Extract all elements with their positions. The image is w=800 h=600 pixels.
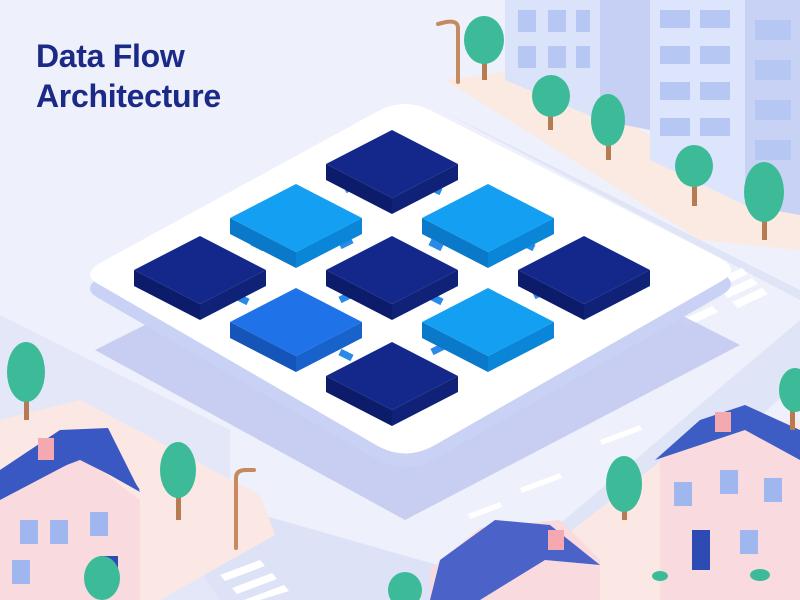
tile-left	[134, 236, 266, 320]
tile-grid	[134, 130, 650, 426]
tile-lower-left	[230, 288, 362, 372]
house-right	[655, 405, 800, 600]
house-bottom	[430, 520, 600, 600]
tile-right	[518, 236, 650, 320]
title-line-2: Architecture	[36, 78, 221, 114]
building-tall-right	[650, 0, 800, 215]
connector	[338, 348, 354, 362]
streetlamp-top	[436, 19, 460, 84]
connector	[428, 238, 444, 252]
tile-lower-right	[422, 288, 554, 372]
streetlamp-bottom	[234, 468, 256, 550]
tile-upper-left	[230, 184, 362, 268]
trees	[7, 16, 800, 600]
crosswalk-bottom	[220, 560, 289, 600]
sidewalk-top	[445, 70, 800, 250]
tile-top	[326, 130, 458, 214]
tile-upper-right	[422, 184, 554, 268]
lane-marks	[468, 425, 642, 519]
tile-bottom	[326, 342, 458, 426]
diagram-title: Data Flow Architecture	[36, 36, 221, 116]
connector	[338, 236, 354, 250]
title-line-1: Data Flow	[36, 38, 185, 74]
tile-center	[326, 236, 458, 320]
